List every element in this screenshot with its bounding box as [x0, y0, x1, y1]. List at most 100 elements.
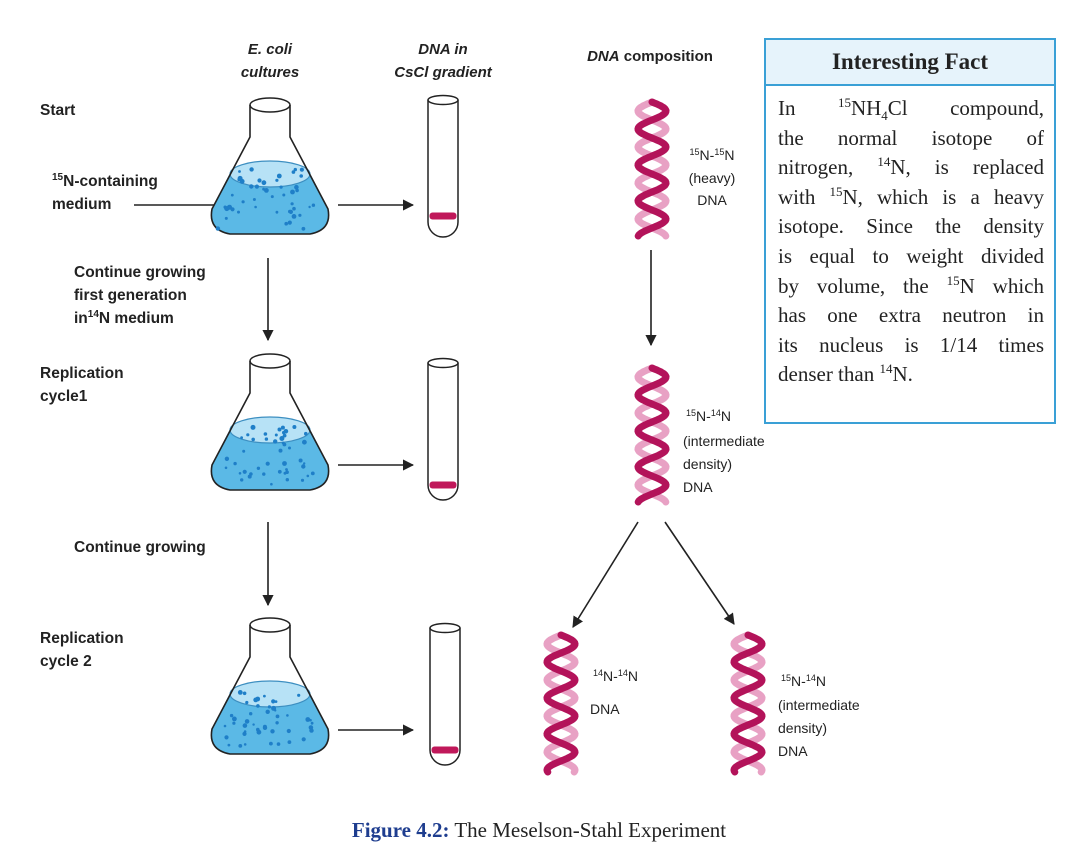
label-heavy-line2: DNA	[697, 192, 727, 208]
bacteria-dot	[291, 214, 297, 219]
bacteria-dot	[281, 441, 285, 445]
bacteria-dot	[294, 184, 299, 190]
bacteria-dot	[277, 427, 282, 432]
bacteria-dot	[254, 205, 257, 209]
bacteria-dot	[215, 226, 221, 231]
bacteria-dot	[237, 210, 240, 214]
culture-liquid	[211, 173, 329, 234]
bacteria-dot	[277, 469, 282, 474]
tube-outline	[427, 100, 459, 238]
flask-outline	[210, 361, 330, 491]
bacteria-dot	[249, 167, 254, 172]
flask-neck-rim	[249, 617, 291, 633]
bacteria-dot	[271, 699, 276, 704]
bacteria-dot	[240, 436, 244, 440]
dna-strand-back	[730, 631, 766, 776]
bacteria-dot	[242, 469, 247, 474]
bacteria-dot	[247, 474, 252, 479]
bacteria-dot	[267, 705, 271, 709]
bacteria-dot	[275, 721, 279, 725]
bacteria-dot	[250, 424, 256, 430]
label-heavy-isotopes: 15N-15N	[690, 147, 735, 163]
dna-strand-front	[543, 631, 579, 776]
fact-line: its nucleus is 1/14 times	[778, 332, 1044, 357]
bacteria-dot	[275, 178, 279, 182]
bacteria-dot	[274, 709, 277, 712]
bacteria-dot	[230, 193, 234, 197]
bacteria-dot	[285, 478, 289, 482]
bacteria-dot	[276, 173, 282, 179]
bacteria-dot	[241, 200, 245, 204]
tube-outline	[429, 628, 461, 766]
bacteria-dot	[301, 737, 306, 742]
bacteria-dot	[224, 735, 229, 740]
label-cycle1-line2: cycle1	[40, 388, 88, 405]
label-cycle2-line1: Replication	[40, 630, 124, 647]
bacteria-dot	[292, 206, 296, 211]
bacteria-dot	[301, 226, 306, 231]
bacteria-dot	[311, 203, 316, 207]
dna-helix	[730, 631, 766, 776]
bacteria-dot	[242, 731, 247, 737]
bacteria-dot	[224, 216, 228, 220]
bacteria-dot	[243, 743, 247, 746]
bacteria-dot	[232, 721, 236, 725]
bacteria-dot	[238, 744, 243, 748]
bacteria-dot	[224, 206, 230, 212]
culture-liquid	[211, 429, 329, 490]
bacteria-dot	[249, 712, 253, 716]
fact-line: isotope. Since the density	[778, 214, 1044, 239]
flask	[210, 353, 330, 491]
bacteria-dot	[276, 742, 281, 746]
header-cultures-line2: cultures	[241, 64, 299, 81]
fact-line: has one extra neutron in	[778, 303, 1044, 328]
bacteria-dot	[263, 694, 266, 698]
bacteria-dot	[274, 433, 278, 437]
label-mid2-line1: (intermediate	[778, 697, 860, 713]
dna-band	[431, 746, 459, 754]
liquid-surface	[229, 416, 311, 444]
cscl-tube	[427, 94, 459, 238]
label-mid1-isotopes: 15N-14N	[686, 408, 731, 424]
bacteria-dot	[290, 189, 295, 195]
bacteria-dot	[223, 724, 227, 728]
bacteria-dot	[232, 716, 237, 722]
label-continue1-line2: first generation	[74, 287, 187, 304]
tube-rim	[429, 622, 461, 634]
fact-line: by volume, the 15N which	[778, 272, 1044, 298]
bacteria-dot	[291, 170, 296, 174]
bacteria-dot	[238, 170, 241, 173]
bacteria-dot	[270, 195, 274, 199]
dna-strand-front	[634, 364, 670, 506]
dna-band	[429, 481, 457, 489]
bacteria-dot	[264, 188, 269, 193]
bacteria-dot	[265, 461, 270, 466]
bacteria-dot	[227, 743, 231, 747]
flask-neck-rim	[249, 353, 291, 369]
tube-rim	[427, 94, 459, 106]
bacteria-dot	[295, 188, 299, 193]
bacteria-dot	[310, 721, 314, 725]
dna-helix	[543, 631, 579, 776]
header-gradient-line1: DNA in	[418, 41, 467, 58]
cscl-tube	[429, 622, 461, 766]
bacteria-dot	[279, 185, 283, 189]
bacteria-dot	[282, 461, 287, 466]
fact-line: with 15N, which is a heavy	[778, 183, 1044, 209]
tube-rim	[427, 357, 459, 369]
dna-strand-back	[634, 364, 670, 506]
bacteria-dot	[297, 693, 301, 697]
flask-outline	[210, 625, 330, 755]
fact-line: nitrogen, 14N, is replaced	[778, 154, 1044, 180]
tube-outline	[427, 363, 459, 501]
header-gradient-line2: CsCl gradient	[394, 64, 493, 81]
header-composition: DNA composition	[587, 48, 713, 65]
bacteria-dot	[302, 439, 307, 445]
dna-band	[429, 212, 457, 220]
label-mid1-line2: density)	[683, 456, 732, 472]
bacteria-dot	[251, 437, 255, 442]
label-mid1-line3: DNA	[683, 479, 713, 495]
bacteria-dot	[270, 482, 273, 486]
bacteria-dot	[256, 704, 260, 708]
